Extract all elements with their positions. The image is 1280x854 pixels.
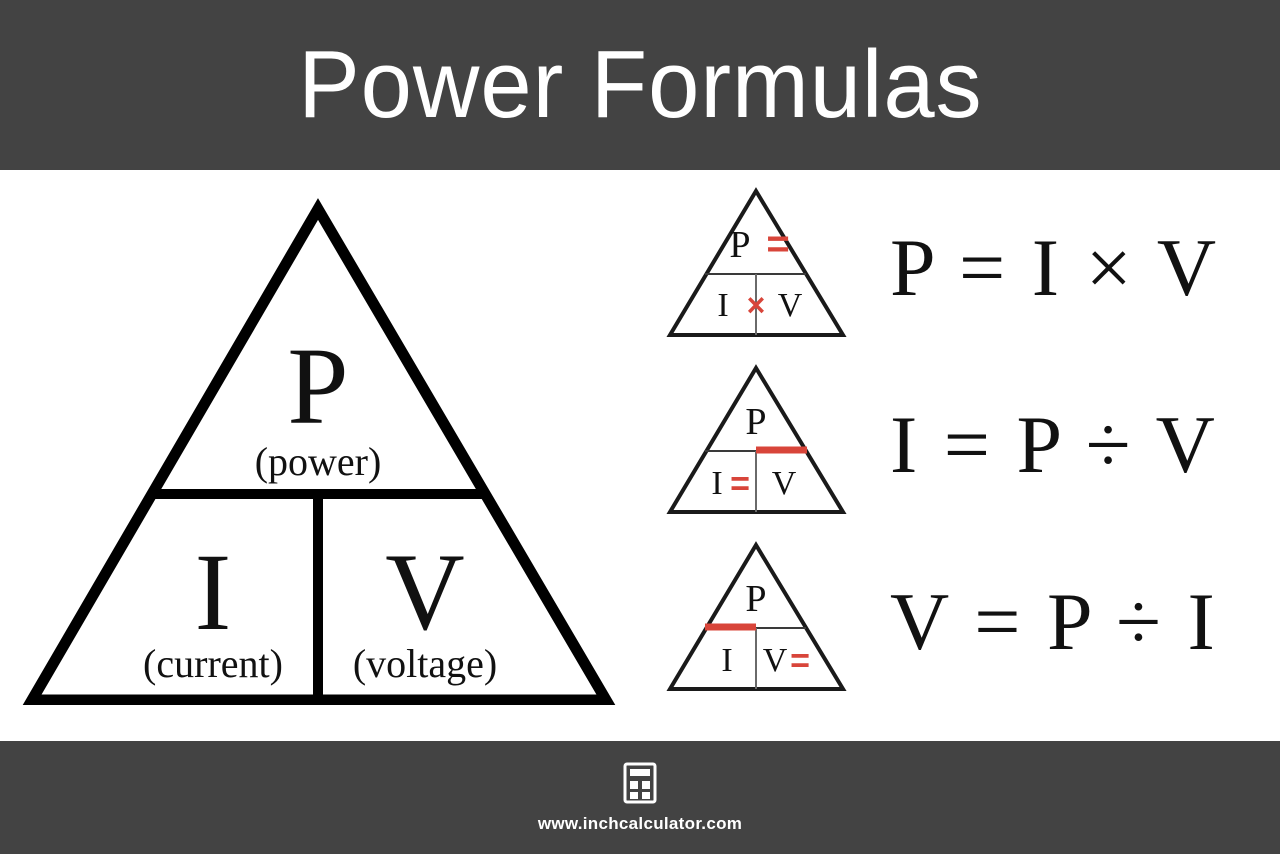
page-title: Power Formulas: [297, 31, 983, 138]
header-bar: Power Formulas: [0, 0, 1280, 170]
triangle-label-current: (current): [143, 641, 283, 686]
mini-operator-times: ×: [747, 287, 766, 323]
calculator-icon: [623, 762, 657, 804]
mini-triangle-current: P I = V: [660, 362, 860, 527]
mini-symbol-v: V: [778, 287, 803, 324]
power-triangle: P (power) I (current) V (voltage): [20, 195, 620, 705]
formula-row-voltage: P I V = V = P ÷ I: [660, 534, 1280, 709]
triangle-symbol-p: P: [287, 325, 348, 447]
triangle-label-power: (power): [255, 439, 382, 484]
formula-text-current: I = P ÷ V: [890, 398, 1218, 490]
footer-bar: www.inchcalculator.com: [0, 741, 1280, 854]
mini-triangle-power: P = I × V: [660, 185, 860, 350]
mini-symbol-v: V: [772, 465, 797, 502]
mini-symbol-i: I: [711, 465, 722, 502]
content-area: P (power) I (current) V (voltage): [0, 170, 1280, 741]
mini-symbol-p: P: [745, 401, 766, 443]
mini-symbol-i: I: [721, 642, 732, 679]
formula-text-voltage: V = P ÷ I: [890, 575, 1218, 667]
triangle-symbol-v: V: [385, 531, 464, 653]
triangle-label-voltage: (voltage): [353, 641, 497, 686]
formula-row-power: P = I × V P = I × V: [660, 180, 1280, 355]
mini-symbol-p: P: [745, 578, 766, 620]
mini-triangle-voltage: P I V =: [660, 539, 860, 704]
mini-symbol-v: V: [763, 642, 788, 679]
mini-operator-equals: =: [790, 642, 810, 680]
mini-operator-equals: =: [730, 465, 750, 503]
mini-symbol-p: P: [729, 224, 750, 266]
formula-row-current: P I = V I = P ÷ V: [660, 357, 1280, 532]
formula-rows: P = I × V P = I × V: [660, 170, 1280, 741]
formula-text-power: P = I × V: [890, 221, 1220, 313]
triangle-symbol-i: I: [195, 531, 232, 653]
mini-symbol-i: I: [717, 287, 728, 324]
mini-operator-equals: =: [766, 222, 789, 266]
footer-website-url: www.inchcalculator.com: [537, 813, 743, 833]
